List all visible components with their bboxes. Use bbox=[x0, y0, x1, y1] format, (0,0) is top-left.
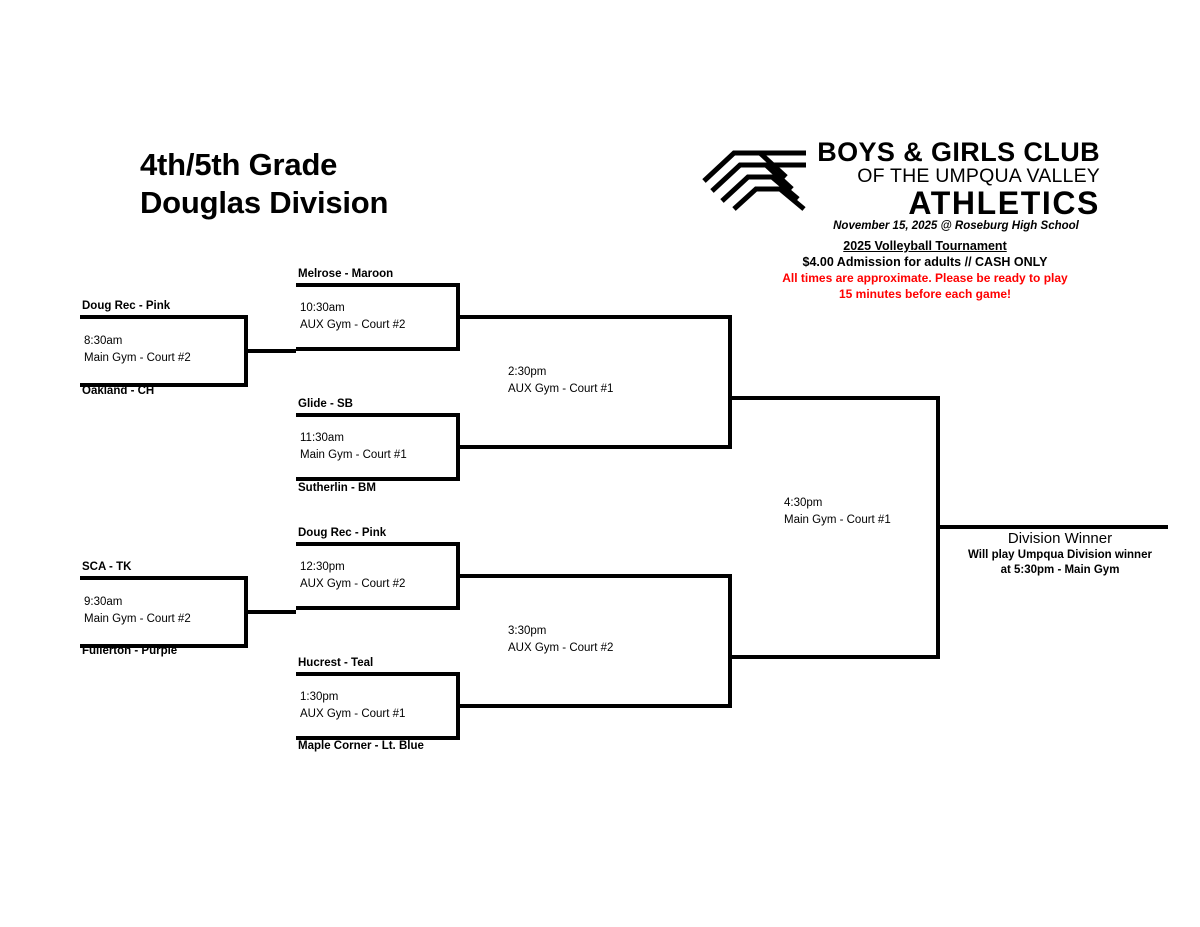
logo-line-2: OF THE UMPQUA VALLEY bbox=[857, 165, 1100, 187]
handshake-icon bbox=[702, 150, 806, 211]
round1-match2-bottom-team: Fullerton - Purple bbox=[82, 645, 178, 657]
round1-match2-location: Main Gym - Court #2 bbox=[84, 613, 191, 625]
final-time: 4:30pm bbox=[784, 497, 823, 509]
round2-match3-time: 12:30pm bbox=[300, 561, 345, 573]
division-winner-subline1: Will play Umpqua Division winner bbox=[968, 549, 1152, 561]
semifinal1-winner-line bbox=[728, 396, 780, 400]
semifinal1-bracket bbox=[504, 315, 732, 449]
round2-match1-top-team: Melrose - Maroon bbox=[298, 268, 394, 280]
round1-match1-location: Main Gym - Court #2 bbox=[84, 352, 191, 364]
round1-match1-time: 8:30am bbox=[84, 335, 123, 347]
round2-match4-winner-line bbox=[456, 704, 508, 708]
page-title-line2: Douglas Division bbox=[140, 185, 389, 220]
final-location: Main Gym - Court #1 bbox=[784, 514, 891, 526]
round1-match1-bottom-team: Oakland - CH bbox=[82, 385, 155, 397]
round1-match2-top-team: SCA - TK bbox=[82, 561, 132, 573]
division-winner-subline2: at 5:30pm - Main Gym bbox=[1000, 564, 1120, 576]
round2-match3-top-team: Doug Rec - Pink bbox=[298, 527, 387, 539]
semifinal2-location: AUX Gym - Court #2 bbox=[508, 642, 614, 654]
event-admission: $4.00 Admission for adults // CASH ONLY bbox=[802, 255, 1048, 269]
round2-match1-location: AUX Gym - Court #2 bbox=[300, 319, 406, 331]
round2-match3-location: AUX Gym - Court #2 bbox=[300, 578, 406, 590]
round1-match1-winner-line bbox=[244, 349, 296, 353]
semifinal1-location: AUX Gym - Court #1 bbox=[508, 383, 614, 395]
page-title-line1: 4th/5th Grade bbox=[140, 147, 338, 182]
event-info: 2025 Volleyball Tournament $4.00 Admissi… bbox=[766, 238, 1084, 302]
round2-match2-winner-line bbox=[456, 445, 508, 449]
round2-match4-location: AUX Gym - Court #1 bbox=[300, 708, 406, 720]
round2-match2-bottom-team: Sutherlin - BM bbox=[298, 482, 376, 494]
round2-match4-top-team: Hucrest - Teal bbox=[298, 657, 374, 669]
round2-match4-bottom-team: Maple Corner - Lt. Blue bbox=[298, 740, 424, 752]
organization-logo: BOYS & GIRLS CLUB OF THE UMPQUA VALLEY A… bbox=[700, 138, 1100, 238]
semifinal2-time: 3:30pm bbox=[508, 625, 547, 637]
final-winner-line bbox=[936, 525, 1168, 529]
semifinal2-winner-line bbox=[728, 655, 780, 659]
round2-match2-time: 11:30am bbox=[300, 432, 344, 444]
round2-match1-winner-line bbox=[456, 315, 508, 319]
event-date-line: November 15, 2025 @ Roseburg High School bbox=[833, 220, 1079, 232]
round2-match4-time: 1:30pm bbox=[300, 691, 339, 703]
logo-wordmark: BOYS & GIRLS CLUB OF THE UMPQUA VALLEY A… bbox=[812, 138, 1100, 220]
page-title: 4th/5th Grade Douglas Division bbox=[140, 146, 388, 222]
event-title: 2025 Volleyball Tournament bbox=[843, 239, 1007, 253]
round2-match2-top-team: Glide - SB bbox=[298, 398, 353, 410]
division-winner-title: Division Winner bbox=[1007, 530, 1113, 547]
semifinal2-bracket bbox=[504, 574, 732, 708]
round1-match1-top-team: Doug Rec - Pink bbox=[82, 300, 171, 312]
round2-match3-winner-line bbox=[456, 574, 508, 578]
round1-match2-time: 9:30am bbox=[84, 596, 123, 608]
round2-match1-time: 10:30am bbox=[300, 302, 345, 314]
event-note-line1: All times are approximate. Please be rea… bbox=[782, 271, 1068, 285]
logo-line-1: BOYS & GIRLS CLUB bbox=[817, 137, 1100, 167]
logo-line-3: ATHLETICS bbox=[908, 185, 1100, 221]
semifinal1-time: 2:30pm bbox=[508, 366, 547, 378]
event-note-line2: 15 minutes before each game! bbox=[838, 287, 1012, 301]
round1-match2-winner-line bbox=[244, 610, 296, 614]
round2-match2-location: Main Gym - Court #1 bbox=[300, 449, 407, 461]
division-winner-block: Division Winner Will play Umpqua Divisio… bbox=[952, 529, 1168, 578]
